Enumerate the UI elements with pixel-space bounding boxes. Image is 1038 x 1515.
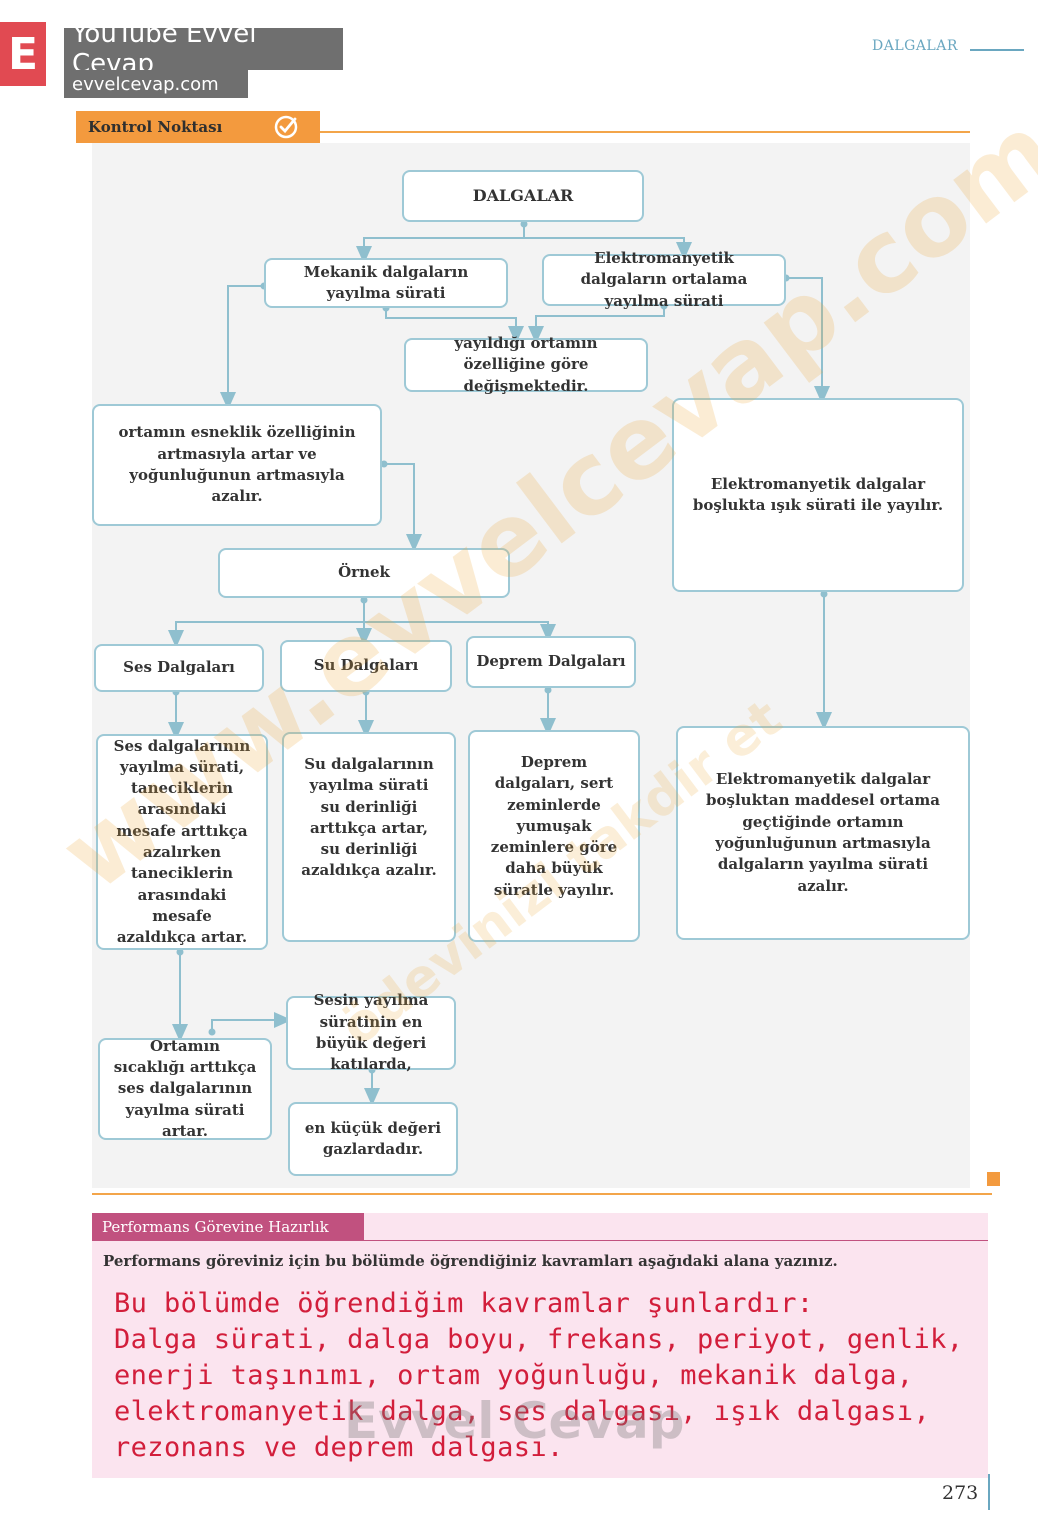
node-min-speed: en küçük değeri gazlardadır. bbox=[288, 1102, 458, 1176]
channel-url[interactable]: evvelcevap.com bbox=[64, 70, 248, 98]
node-vacuum: Elektromanyetik dalgalar boşlukta ışık s… bbox=[672, 398, 964, 592]
chapter-title: DALGALAR bbox=[872, 38, 958, 54]
answer-line: Bu bölümde öğrendiğim kavramlar şunlardı… bbox=[114, 1288, 814, 1319]
node-elasticity: ortamın esneklik özelliğinin artmasıyla … bbox=[92, 404, 382, 526]
node-water: Su Dalgaları bbox=[280, 640, 452, 692]
evvel-cevap-stamp: Evvel Cevap bbox=[344, 1392, 685, 1450]
answer-line: Dalga sürati, dalga boyu, frekans, periy… bbox=[114, 1324, 964, 1355]
section-title: Kontrol Noktası bbox=[76, 111, 320, 143]
answer-line: enerji taşınımı, ortam yoğunluğu, mekani… bbox=[114, 1360, 914, 1391]
node-electromagnetic: Elektromanyetik dalgaların ortalama yayı… bbox=[542, 249, 786, 310]
node-quake-desc: Deprem dalgaları, sert zeminlerde yumuşa… bbox=[468, 730, 640, 942]
node-temperature: Ortamın sıcaklığı arttıkça ses dalgaları… bbox=[98, 1037, 272, 1140]
chapter-rule bbox=[970, 49, 1024, 51]
node-sound-desc: Ses dalgalarının yayılma sürati, tanecik… bbox=[96, 734, 268, 950]
section-divider bbox=[92, 1193, 992, 1195]
handwritten-answer: Bu bölümde öğrendiğim kavramlar şunlardı… bbox=[114, 1286, 974, 1466]
check-circle-icon bbox=[274, 115, 298, 139]
node-quake: Deprem Dalgaları bbox=[466, 636, 636, 688]
section-marker-square bbox=[987, 1172, 1000, 1186]
answer-line: elektromanyetik dalga, ses dalgası, ışık… bbox=[114, 1396, 931, 1427]
node-example: Örnek bbox=[218, 548, 510, 598]
performance-title: Performans Görevine Hazırlık bbox=[92, 1213, 364, 1241]
node-depends: yayıldığı ortamın özelliğine göre değişm… bbox=[404, 334, 648, 395]
page-number: 273 bbox=[942, 1482, 979, 1504]
node-em-medium: Elektromanyetik dalgalar boşluktan madde… bbox=[676, 726, 970, 940]
performance-instruction: Performans göreviniz için bu bölümde öğr… bbox=[103, 1252, 838, 1270]
node-water-desc: Su dalgalarının yayılma sürati su derinl… bbox=[282, 732, 456, 942]
logo-e-icon: E bbox=[0, 22, 46, 86]
performance-title-rule bbox=[364, 1240, 988, 1241]
node-max-speed: Sesin yayılma süratinin en büyük değeri … bbox=[286, 991, 456, 1073]
section-rule bbox=[320, 131, 970, 133]
node-root: DALGALAR bbox=[402, 170, 644, 222]
node-sound: Ses Dalgaları bbox=[94, 644, 264, 692]
page-number-bar bbox=[988, 1474, 990, 1510]
answer-line: rezonans ve deprem dalgası. bbox=[114, 1432, 564, 1463]
performance-answer-area bbox=[92, 1213, 988, 1478]
node-mechanical: Mekanik dalgaların yayılma sürati bbox=[264, 258, 508, 308]
